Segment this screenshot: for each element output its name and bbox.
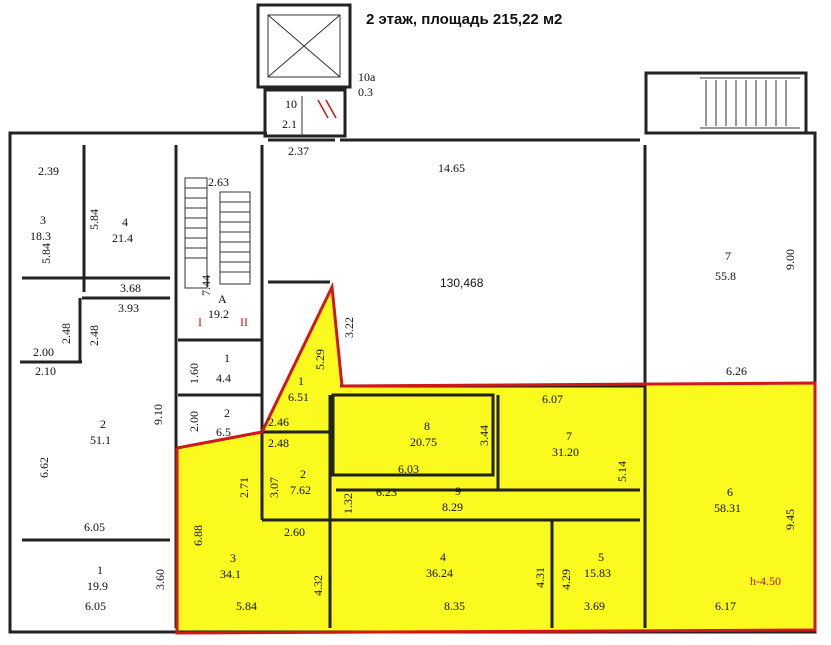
dim: 2.00 [187,411,201,432]
room-2-left-area: 51.1 [90,433,111,447]
room-y9-area: 8.29 [442,500,463,514]
stairs [184,80,787,289]
room-1-small-area: 4.4 [216,371,231,385]
room-2-small-area: 6.5 [216,425,231,439]
room-a-area: 19.2 [208,307,229,321]
dim: 3.93 [118,301,139,315]
dim: 2.37 [288,144,309,158]
dim: 3.44 [477,425,491,446]
room-3-left-area: 18.3 [30,229,51,243]
room-1-left-area: 19.9 [87,579,108,593]
room-1-left-num: 1 [97,563,103,577]
room-y7-area: 31.20 [552,445,579,459]
room-10-num: 10 [285,97,297,111]
room-y5-num: 5 [598,550,604,564]
dim: 14.65 [438,161,465,175]
dim: 2.63 [208,175,229,189]
room-y1-area: 6.51 [288,390,309,404]
dim: 6.05 [85,599,106,613]
room-4-left-area: 21.4 [112,231,133,245]
room-y2-area: 7.62 [290,483,311,497]
room-a-mark-2: II [240,315,248,329]
dim: 6.23 [376,485,397,499]
dim: 1.32 [341,493,355,514]
room-y6-height: h-4.50 [750,574,781,588]
room-y7-num: 7 [566,429,572,443]
room-y4-num: 4 [440,550,446,564]
dim: 2.48 [268,436,289,450]
dim: 2.39 [38,164,59,178]
room-1-small-num: 1 [224,351,230,365]
dim: 6.88 [191,525,205,546]
dim: 2.48 [87,325,101,346]
plan-title: 2 этаж, площадь 215,22 м2 [366,11,562,28]
big-hall-area: 130,468 [440,276,484,290]
room-y6-num: 6 [727,485,733,499]
room-2-left-num: 2 [100,417,106,431]
offered-area-outline [175,281,817,635]
room-4-left-num: 4 [122,215,128,229]
dim: 5.84 [236,599,257,613]
room-a-mark-1: I [198,315,202,329]
partition-marks [317,99,337,119]
dim: 3.07 [267,477,281,498]
dim: 3.22 [342,317,356,338]
dim: 2.71 [237,477,251,498]
room-y5-area: 15.83 [584,566,611,580]
room-y8-num: 8 [424,419,430,433]
room-10-area: 2.1 [282,117,297,131]
room-2-small-num: 2 [224,406,230,420]
highlighted-zone [177,287,815,633]
dim: 5.84 [39,243,53,264]
dim: 4.31 [533,567,547,588]
room-a-num: А [218,292,227,306]
dim: 5.14 [615,461,629,482]
dim: 2.46 [268,415,289,429]
dim: 3.60 [153,569,167,590]
dim: 1.60 [187,363,201,384]
dim: 9.45 [783,509,797,530]
dim: 6.03 [398,462,419,476]
dim: 4.29 [559,569,573,590]
dim: 3.69 [584,599,605,613]
dim: 9.00 [783,249,797,270]
dim: 7.44 [199,275,213,296]
room-y3-area: 34.1 [220,567,241,581]
room-y3-num: 3 [230,551,236,565]
dim: 6.07 [542,392,563,406]
dimension-labels: 2.39 5.84 5.84 3.68 3.93 2.48 2.48 2.00 … [33,144,797,613]
room-10a-area: 0.3 [358,85,373,99]
room-3-left-num: 3 [40,213,46,227]
dim: 9.10 [151,404,165,425]
dim: 2.00 [33,345,54,359]
dim: 2.10 [35,364,56,378]
dim: 8.35 [444,599,465,613]
room-y4-area: 36.24 [426,566,453,580]
dim: 6.17 [715,599,736,613]
room-10a-num: 10а [358,70,376,84]
dim: 6.26 [726,364,747,378]
room-y1-num: 1 [298,374,304,388]
dim: 2.48 [59,323,73,344]
dim: 5.29 [313,349,327,370]
dim: 3.68 [120,281,141,295]
room-y9-num: 9 [455,484,461,498]
room-y2-num: 2 [300,467,306,481]
dim: 5.84 [87,209,101,230]
dim: 4.32 [311,575,325,596]
room-7-right-area: 55.8 [715,269,736,283]
dim: 2.60 [284,525,305,539]
dim: 6.05 [84,520,105,534]
room-7-right-num: 7 [725,249,731,263]
room-y6-area: 58.31 [714,501,741,515]
room-labels: 3 18.3 4 21.4 2 51.1 1 19.9 А 19.2 I II … [30,70,781,593]
dim: 6.62 [37,457,51,478]
room-y8-area: 20.75 [410,435,437,449]
